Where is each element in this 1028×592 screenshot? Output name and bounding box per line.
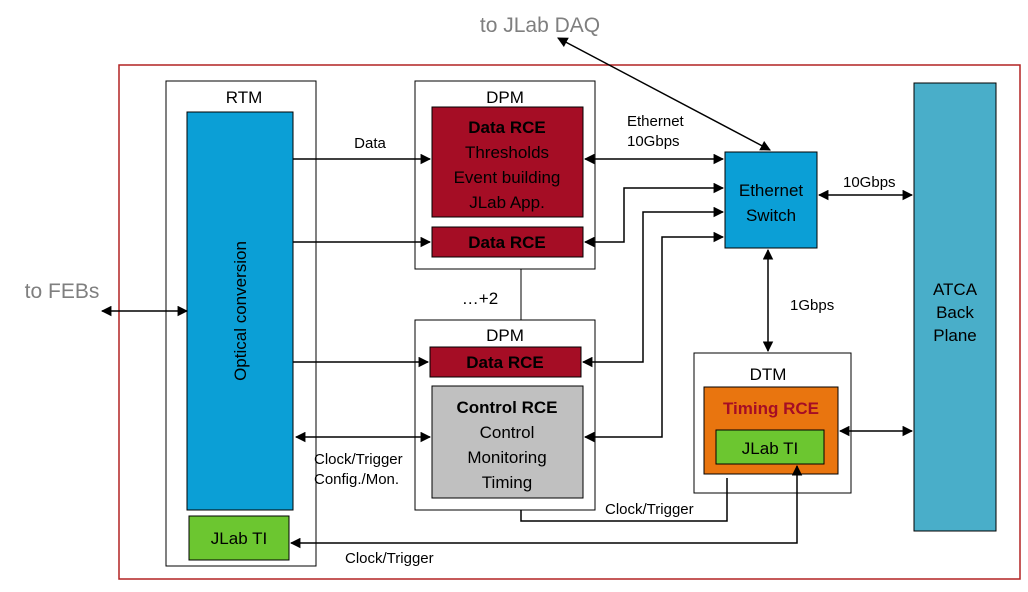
data-rce-jlab-app: JLab App. (469, 193, 545, 212)
control-rce-control: Control (480, 423, 535, 442)
data-rce-thresholds: Thresholds (465, 143, 549, 162)
connectors (100, 37, 914, 549)
atca-backplane-block (913, 82, 997, 532)
rtm-jlab-ti-block (188, 515, 290, 561)
eth-link-3 (581, 206, 725, 368)
atca-backplane-line3: Plane (933, 326, 976, 345)
data-rce-second-label: Data RCE (468, 233, 545, 252)
dpm-bottom-title: DPM (486, 326, 524, 345)
data-rce-third-block (429, 346, 582, 378)
atca-backplane-line2: Back (936, 303, 974, 322)
data-label: Data (354, 135, 386, 152)
control-rce-timing: Timing (482, 473, 532, 492)
dtm-jlab-ti-label: JLab TI (742, 439, 798, 458)
control-rce-monitoring: Monitoring (467, 448, 546, 467)
clock-trigger-cfg-label-2: Config./Mon. (314, 471, 399, 488)
data-rce-event-building: Event building (454, 168, 561, 187)
control-rce-title: Control RCE (456, 398, 557, 417)
ethernet-label-1: Ethernet (627, 113, 685, 130)
daq-link (557, 37, 771, 151)
eth-link-2 (583, 182, 725, 248)
clock-trigger-dtm-label: Clock/Trigger (605, 501, 694, 518)
atca-backplane-line1: ATCA (933, 280, 978, 299)
jlab-daq-label: to JLab DAQ (480, 14, 600, 37)
febs-label: to FEBs (25, 280, 100, 303)
data-rce-second-block (431, 226, 584, 258)
speed-1g-label: 1Gbps (790, 297, 834, 314)
clock-trigger-rtm-label: Clock/Trigger (345, 550, 434, 567)
clock-trigger-cfg-label-1: Clock/Trigger (314, 451, 403, 468)
optical-conversion-label: Optical conversion (231, 241, 250, 381)
speed-10g-label: 10Gbps (843, 174, 896, 191)
ethernet-switch-line2: Switch (746, 206, 796, 225)
ethernet-switch-line1: Ethernet (739, 181, 804, 200)
eth-link-4 (583, 231, 725, 443)
timing-rce-label: Timing RCE (723, 399, 819, 418)
dtm-title: DTM (750, 365, 787, 384)
clock-rtm-link (289, 464, 803, 549)
rtm-title: RTM (226, 88, 263, 107)
ethernet-label-2: 10Gbps (627, 133, 680, 150)
data-rce-third-label: Data RCE (466, 353, 543, 372)
data-rce-main-title: Data RCE (468, 118, 545, 137)
dtm-jlab-ti-block (715, 429, 825, 465)
rtm-jlab-ti-label: JLab TI (211, 529, 267, 548)
dpm-top-title: DPM (486, 88, 524, 107)
ethernet-switch-block (724, 151, 818, 249)
optical-conversion-block (186, 111, 294, 511)
dpm-multiplier: …+2 (462, 289, 498, 308)
